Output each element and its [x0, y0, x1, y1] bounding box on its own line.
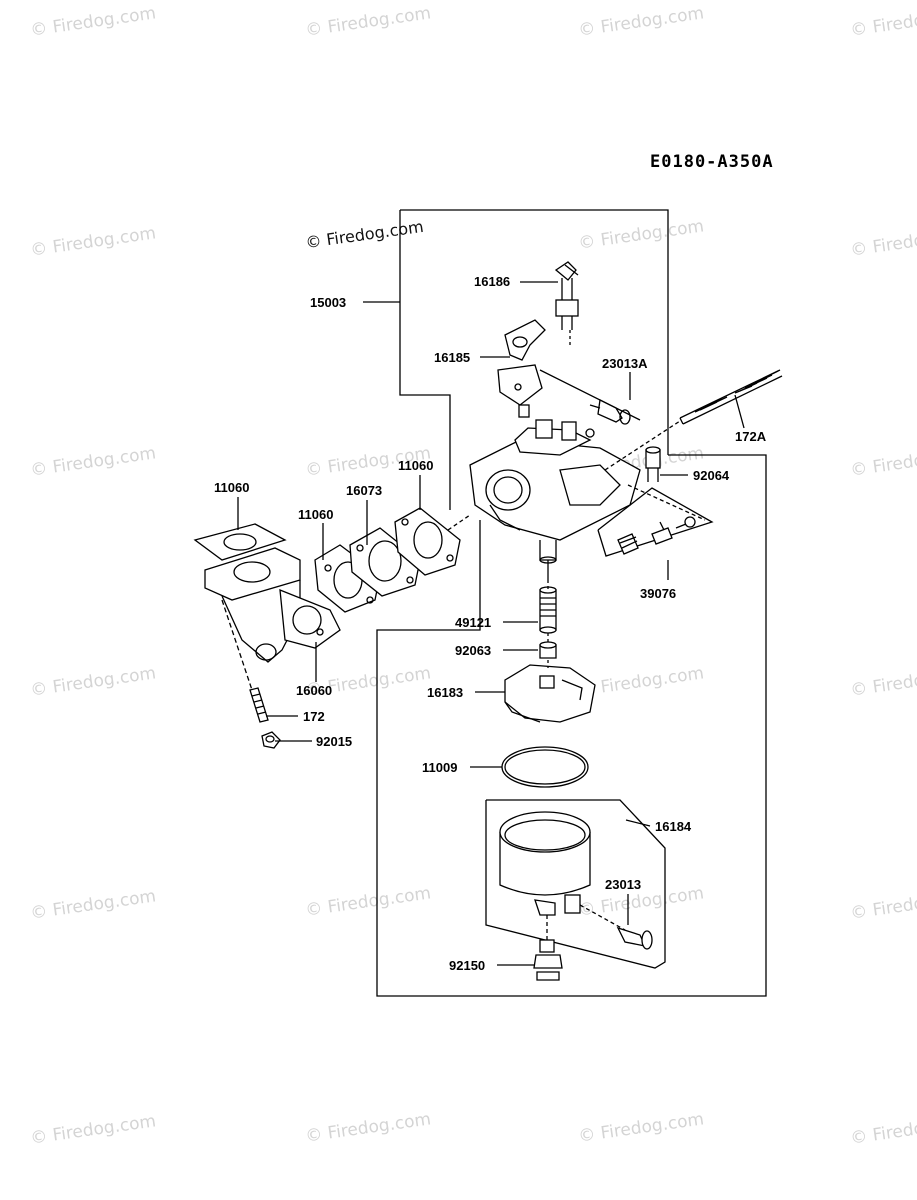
- part-label-92015: 92015: [316, 734, 352, 749]
- part-label-39076: 39076: [640, 586, 676, 601]
- part-label-92150: 92150: [449, 958, 485, 973]
- part-label-172a: 172A: [735, 429, 767, 444]
- part-label-92064: 92064: [693, 468, 730, 483]
- needle-92064: [645, 446, 661, 482]
- nozzle-92063: [539, 641, 557, 659]
- bowl-boundary: [485, 799, 666, 969]
- part-label-23013a: 23013A: [602, 356, 648, 371]
- insulator-16060: [204, 547, 341, 663]
- part-label-11060-left: 11060: [214, 480, 249, 495]
- jet-kit: [617, 516, 696, 555]
- choke-lever: [497, 319, 546, 418]
- screw-boundary: [539, 369, 641, 421]
- jet-kit-boundary: [597, 487, 714, 557]
- gasket-11060-left: [193, 523, 287, 561]
- long-screw-172a: [604, 369, 783, 471]
- part-label-16184: 16184: [655, 819, 692, 834]
- part-label-11060-mid: 11060: [298, 507, 333, 522]
- carburetor-body: [469, 419, 641, 580]
- drain-bolt-92150: [533, 915, 563, 981]
- part-label-16060: 16060: [296, 683, 332, 698]
- main-jet-49121: [539, 586, 557, 634]
- assembly-boundary: [376, 454, 767, 997]
- nut-92015: [261, 731, 281, 749]
- part-label-23013: 23013: [605, 877, 641, 892]
- part-label-172: 172: [303, 709, 325, 724]
- part-label-11060-right: 11060: [398, 458, 433, 473]
- part-label-16183: 16183: [427, 685, 463, 700]
- float-16183: [504, 664, 596, 723]
- o-ring-11009: [501, 746, 589, 788]
- throttle-shaft: [554, 261, 579, 345]
- part-label-92063: 92063: [455, 643, 491, 658]
- screw-23013: [579, 904, 653, 950]
- float-bowl-16184: [499, 811, 591, 916]
- part-label-16186: 16186: [474, 274, 510, 289]
- diagram-code: E0180-A350A: [650, 152, 774, 172]
- stud-172: [221, 599, 269, 723]
- part-label-16073: 16073: [346, 483, 382, 498]
- part-label-11009: 11009: [422, 760, 457, 775]
- part-label-15003: 15003: [310, 295, 346, 310]
- part-label-16185: 16185: [434, 350, 470, 365]
- assembly-boundary: [400, 209, 669, 440]
- part-label-49121: 49121: [455, 615, 491, 630]
- screw-23013a: [589, 399, 631, 425]
